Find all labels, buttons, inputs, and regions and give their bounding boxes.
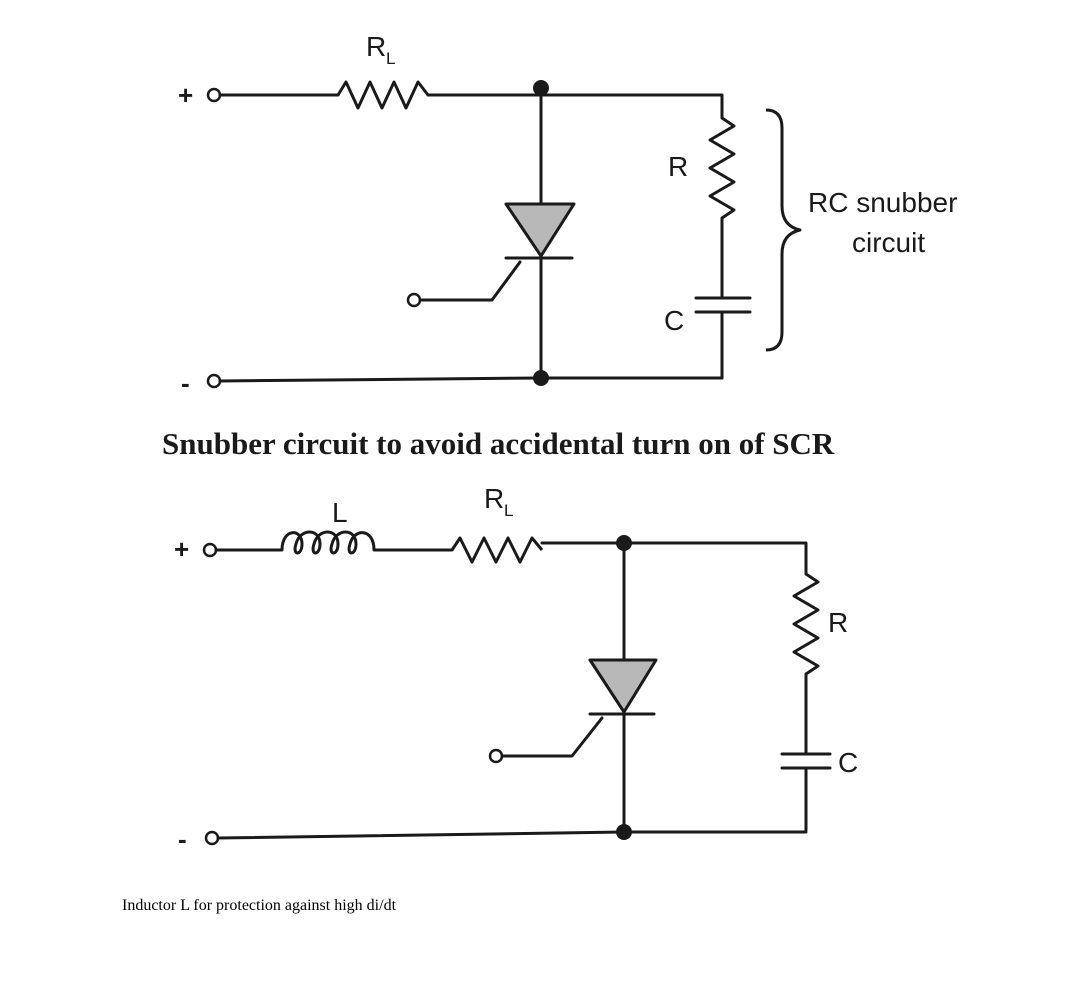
fig1-caption: Snubber circuit to avoid accidental turn…: [162, 426, 835, 461]
fig2-negative-terminal-label: -: [178, 824, 187, 854]
fig2-positive-terminal: [202, 542, 218, 558]
fig2-load-resistor-subscript: L: [504, 501, 513, 520]
figure-2-inductor-protection-circuit: + - L R L R C: [174, 483, 858, 854]
fig2-snubber-resistor: [792, 572, 820, 676]
fig1-snubber-resistor-label: R: [668, 151, 688, 182]
fig1-negative-terminal-label: -: [181, 368, 190, 398]
fig2-top-wire-right: [540, 541, 808, 576]
fig1-bottom-wire: [218, 376, 724, 383]
fig2-snubber-capacitor-label: C: [838, 747, 858, 778]
fig2-negative-terminal: [204, 830, 220, 846]
fig2-caption-part2: L for protection against high di/dt: [176, 897, 396, 914]
fig2-top-junction: [616, 535, 632, 551]
fig2-load-resistor-label: R: [484, 483, 504, 514]
fig2-scr-thyristor: [588, 658, 658, 714]
fig1-negative-terminal: [206, 373, 222, 389]
fig2-inductor-label: L: [332, 497, 348, 528]
fig2-bottom-wire: [216, 830, 808, 840]
fig2-gate-terminal: [488, 748, 504, 764]
fig2-inductor: [280, 530, 376, 555]
fig1-scr-gate-lead: [418, 260, 522, 302]
fig1-top-junction: [533, 80, 549, 96]
fig1-brace-label-line2: circuit: [852, 227, 925, 258]
fig1-positive-terminal: [206, 87, 222, 103]
fig1-top-wire-right: [426, 93, 724, 120]
fig1-positive-terminal-label: +: [178, 80, 193, 110]
fig1-snubber-capacitor-label: C: [664, 305, 684, 336]
fig2-scr-gate-lead: [500, 716, 604, 758]
fig2-snubber-resistor-label: R: [828, 607, 848, 638]
figure-1-rc-snubber-circuit: + - R L R C RC snubber: [178, 31, 957, 398]
fig2-caption-part1: Inductor: [122, 897, 177, 914]
fig1-load-resistor-subscript: L: [386, 49, 395, 68]
fig2-positive-terminal-label: +: [174, 534, 189, 564]
fig1-load-resistor-label: R: [366, 31, 386, 62]
fig1-load-resistor: [336, 80, 430, 110]
fig1-snubber-brace: [765, 108, 802, 352]
fig1-gate-terminal: [406, 292, 422, 308]
fig1-snubber-resistor: [708, 116, 736, 220]
fig1-scr-thyristor: [504, 202, 576, 258]
fig2-caption: Inductor L for protection against high d…: [122, 897, 397, 914]
fig1-brace-label-line1: RC snubber: [808, 187, 957, 218]
fig2-load-resistor: [450, 536, 544, 564]
